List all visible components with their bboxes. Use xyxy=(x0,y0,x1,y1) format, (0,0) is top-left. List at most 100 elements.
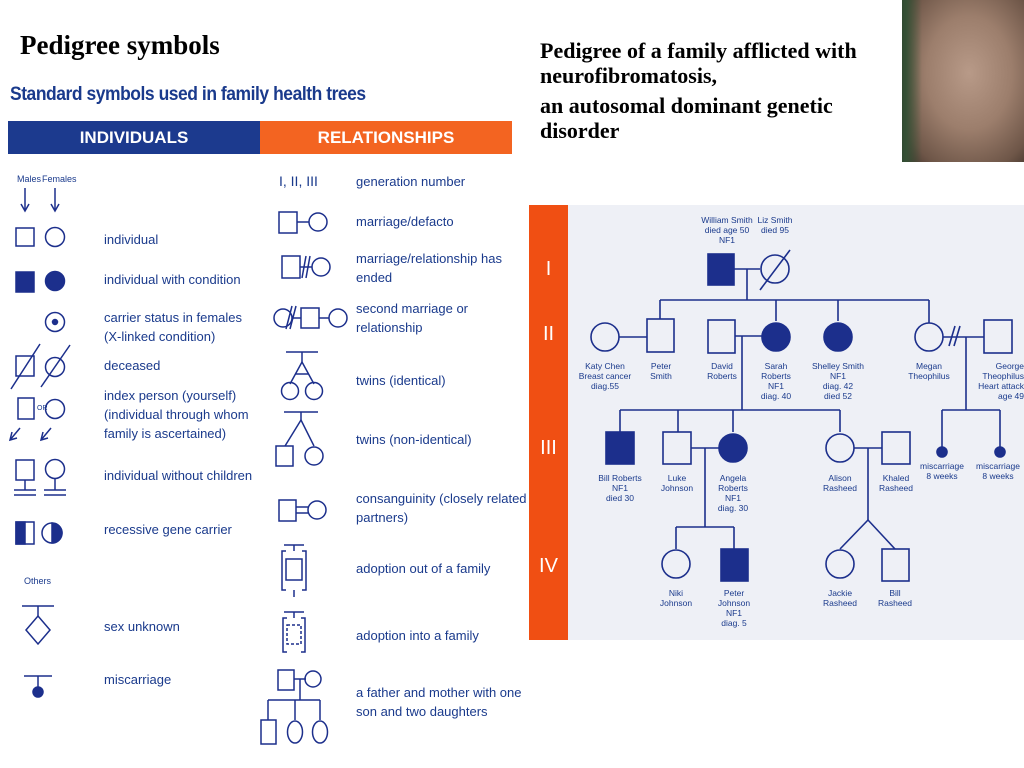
others-caption: Others xyxy=(24,576,52,586)
name-line: Theophilus xyxy=(982,371,1024,381)
name-line: NF1 xyxy=(724,493,742,503)
person-david-roberts xyxy=(707,319,736,354)
recessive-male-icon xyxy=(15,521,35,545)
individuals-header-label: INDIVIDUALS xyxy=(79,127,189,147)
name-line: Theophilus xyxy=(908,371,950,381)
or-caption: OR xyxy=(37,405,48,412)
person-bill-roberts xyxy=(605,431,635,465)
name-line: diag. 5 xyxy=(721,618,747,628)
name-line: died 52 xyxy=(824,391,852,401)
no-children-male-icon xyxy=(14,459,36,496)
no-children-female-icon xyxy=(44,458,66,496)
non-identical-twins-icon xyxy=(275,411,324,467)
person-sarah-roberts xyxy=(761,322,791,352)
label-twins-non: twins (non-identical) xyxy=(356,432,472,447)
label-family-2: son and two daughters xyxy=(356,704,488,719)
name-line: George xyxy=(995,361,1024,371)
name-line: Jackie xyxy=(827,588,853,598)
label-carrier-2: (X-linked condition) xyxy=(104,329,216,344)
female-arrow-icon xyxy=(50,188,60,213)
name-line: diag.55 xyxy=(591,381,619,391)
label-miscarriage: miscarriage xyxy=(104,672,172,687)
second-marriage-icon xyxy=(273,305,348,330)
miscarriage-1 xyxy=(936,446,948,458)
males-caption: Males xyxy=(17,174,42,184)
male-square-icon xyxy=(15,227,35,247)
label-adoption-out: adoption out of a family xyxy=(356,561,491,576)
label-recessive: recessive gene carrier xyxy=(104,522,232,537)
carrier-female-icon xyxy=(44,311,66,333)
person-luke-johnson xyxy=(662,431,692,465)
label-with-condition: individual with condition xyxy=(104,272,241,287)
name-line: Johnson xyxy=(717,598,751,608)
name-line: Roberts xyxy=(761,371,791,381)
person-george-theophilus xyxy=(983,319,1013,354)
generation-label-2: II xyxy=(542,323,555,345)
miscarriage-2 xyxy=(994,446,1006,458)
pedigree-title: Pedigree of a family afflicted with neur… xyxy=(540,38,860,143)
person-peter-johnson xyxy=(720,548,749,582)
person-bill-rasheed xyxy=(881,548,910,582)
name-line: Rasheed xyxy=(878,483,914,493)
generation-strip xyxy=(529,205,568,640)
recessive-female-icon xyxy=(41,522,63,544)
identical-twins-icon xyxy=(280,351,324,401)
relationships-header: RELATIONSHIPS xyxy=(260,121,512,154)
name-line: Sarah xyxy=(764,361,788,371)
name-line: NF1 xyxy=(767,381,785,391)
label-marriage: marriage/defacto xyxy=(356,214,454,229)
person-william-smith xyxy=(707,253,735,286)
name-line: Peter xyxy=(723,588,745,598)
name-line: died age 50 xyxy=(704,225,750,235)
person-niki-johnson xyxy=(661,549,691,579)
affected-female-icon xyxy=(44,270,66,292)
name-line: Rasheed xyxy=(822,483,858,493)
name-line: Johnson xyxy=(659,598,693,608)
pedigree-title-line1: Pedigree of a family afflicted with neur… xyxy=(540,38,857,88)
name-line: died 95 xyxy=(761,225,789,235)
name-line: 8 weeks xyxy=(926,471,958,481)
deceased-male-icon xyxy=(10,343,41,390)
name-line: diag. 42 xyxy=(822,381,854,391)
generation-symbols: I, II, III xyxy=(279,173,318,189)
name-line: died 30 xyxy=(606,493,634,503)
name-line: Smith xyxy=(650,371,672,381)
label-individual: individual xyxy=(104,232,159,247)
name-line: miscarriage xyxy=(976,461,1020,471)
index-male-icon xyxy=(8,397,35,442)
name-line: miscarriage xyxy=(920,461,964,471)
label-second-1: second marriage or xyxy=(356,301,468,316)
females-caption: Females xyxy=(42,174,77,184)
label-deceased: deceased xyxy=(104,358,161,373)
name-line: Rasheed xyxy=(822,598,858,608)
label-consang-1: consanguinity (closely related xyxy=(356,491,527,506)
name-line: Bill xyxy=(889,588,901,598)
name-line: Johnson xyxy=(660,483,694,493)
person-liz-smith xyxy=(759,249,791,291)
name-line: Megan xyxy=(916,361,942,371)
affected-male-icon xyxy=(15,271,35,293)
label-without-children: individual without children xyxy=(104,468,253,483)
person-shelley-smith xyxy=(823,322,853,352)
index-female-icon xyxy=(39,398,66,442)
label-ended-2: ended xyxy=(356,270,393,285)
relationship-ended-icon xyxy=(281,255,331,279)
slide-title: Pedigree symbols xyxy=(20,30,220,60)
label-carrier-1: carrier status in females xyxy=(104,310,242,325)
name-line: 8 weeks xyxy=(982,471,1014,481)
name-line: William Smith xyxy=(701,215,753,225)
family-unit-icon xyxy=(260,669,329,745)
